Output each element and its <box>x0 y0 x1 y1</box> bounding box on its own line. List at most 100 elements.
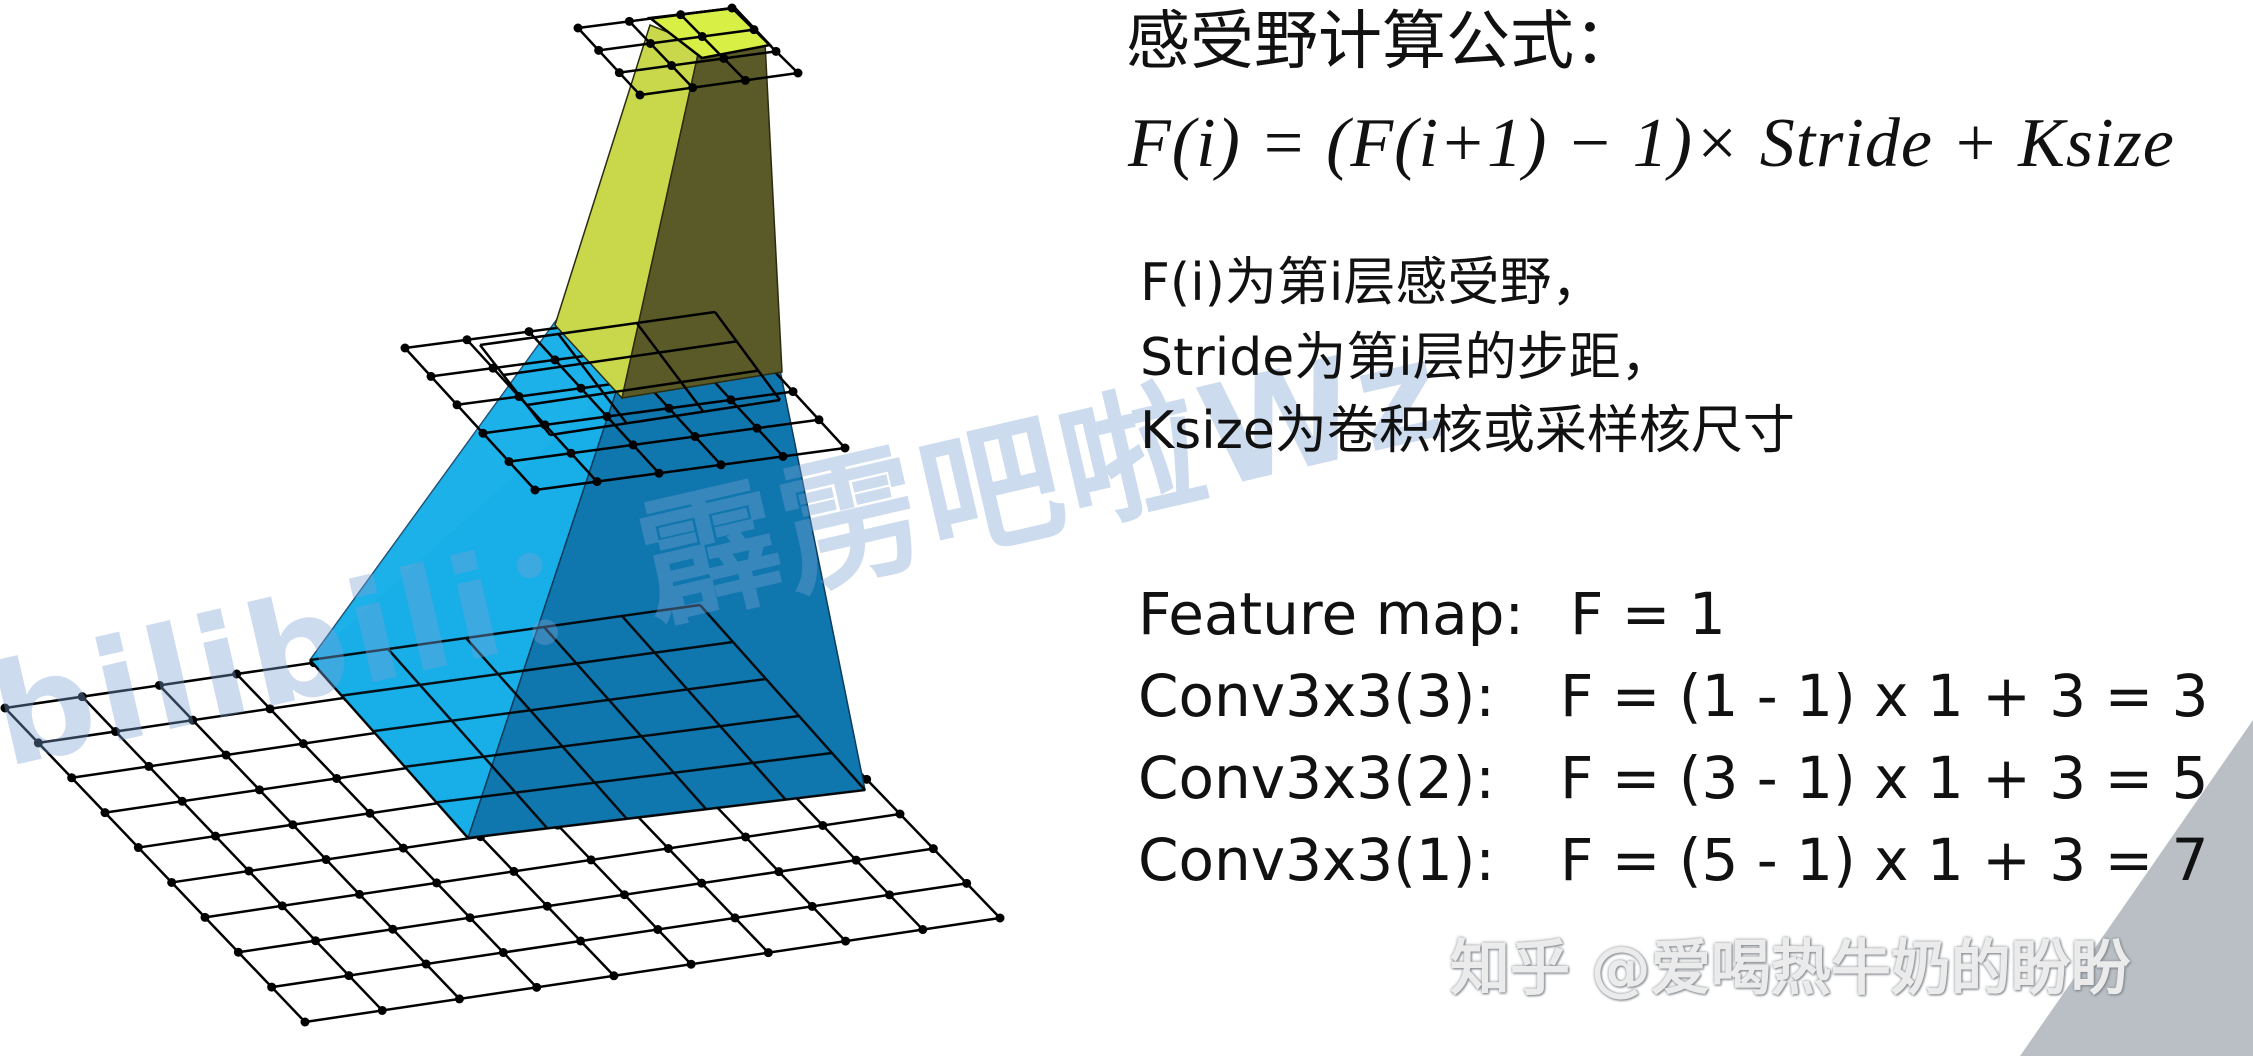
layer1-grid-line-h4 <box>508 418 820 463</box>
top-grid-node <box>676 10 686 20</box>
calc-expr-conv3: F = (1 - 1) x 1 + 3 = 3 <box>1560 662 2209 730</box>
top-grid-line-h1 <box>598 28 755 52</box>
layer1-grid-node <box>478 428 488 438</box>
receptive-field-formula: F(i) = (F(i+1) − 1)× Stride + Ksize <box>1128 105 2175 182</box>
blue-footprint-line-v3 <box>543 626 708 811</box>
input-grid-node <box>586 855 596 865</box>
input-grid-node <box>962 878 972 888</box>
formula-title: 感受野计算公式： <box>1126 5 1638 79</box>
calc-label-conv2: Conv3x3(2): <box>1138 744 1495 812</box>
top-grid-node <box>573 23 583 33</box>
layer1-grid-node <box>524 327 534 337</box>
input-grid-node <box>763 948 773 958</box>
top-grid-node <box>793 68 803 78</box>
layer1-grid-node <box>788 387 798 397</box>
input-grid-node <box>277 901 287 911</box>
blue-footprint-grid <box>309 603 866 840</box>
layer1-grid-node <box>716 460 726 470</box>
layer1-grid-node <box>726 395 736 405</box>
layer1-grid-line-v0 <box>404 347 536 491</box>
input-grid-node <box>884 890 894 900</box>
input-grid-line-h9 <box>304 916 1001 1024</box>
input-grid-line-v2 <box>158 684 461 1000</box>
input-grid-node <box>686 959 696 969</box>
layer2-grid-line-h1 <box>503 340 737 377</box>
blue-footprint-line-h4 <box>436 751 833 804</box>
input-grid-node <box>365 808 375 818</box>
input-grid-node <box>221 750 231 760</box>
input-grid-node <box>211 831 221 841</box>
layer2-grid-line-v0 <box>479 344 551 436</box>
layer1-grid-line-h3 <box>482 390 794 435</box>
input-grid-node <box>465 913 475 923</box>
input-grid-node <box>542 901 552 911</box>
input-grid-node <box>918 925 928 935</box>
input-grid-line-h6 <box>204 812 901 919</box>
top-grid-line-v1 <box>628 20 694 89</box>
blue-footprint-line-h1 <box>341 640 734 697</box>
calc-label-feature-map: Feature map: <box>1138 580 1525 648</box>
top-grid-node <box>749 25 759 35</box>
layer2-grid-line-v2 <box>635 322 705 413</box>
layer1-grid-node <box>840 443 850 453</box>
layer1-grid-node <box>566 448 576 458</box>
calc-label-conv3: Conv3x3(3): <box>1138 662 1495 730</box>
top-grid-node <box>771 46 781 56</box>
calc-label-conv1: Conv3x3(1): <box>1138 826 1495 894</box>
input-grid-node <box>300 1017 310 1027</box>
top-grid-node <box>667 61 677 71</box>
input-grid-node <box>741 832 751 842</box>
input-grid-line-h7 <box>238 847 934 954</box>
top-grid-node <box>635 90 645 100</box>
input-grid-node <box>619 890 629 900</box>
layer2-grid-line-h3 <box>549 398 781 437</box>
input-grid-node <box>77 692 87 702</box>
input-grid-node <box>244 866 254 876</box>
top-grid-line-v0 <box>577 27 641 96</box>
layer2-grid-line-h0 <box>479 310 716 347</box>
input-grid-node <box>233 947 243 957</box>
blue-footprint-line-v2 <box>465 637 628 820</box>
input-grid-node <box>200 912 210 922</box>
input-grid-node <box>862 774 872 784</box>
blue-footprint-line-v4 <box>621 615 787 801</box>
input-grid-line-h8 <box>271 882 967 989</box>
top-grid-node <box>727 3 737 13</box>
top-grid-node <box>740 75 750 85</box>
input-grid-line-v1 <box>81 695 384 1012</box>
calc-expr-conv2: F = (3 - 1) x 1 + 3 = 5 <box>1560 744 2209 812</box>
layer1-grid-node <box>814 415 824 425</box>
top-grid-node <box>594 45 604 55</box>
desc-line-2: Stride为第i层的步距， <box>1140 328 1673 388</box>
input-grid-node <box>818 820 828 830</box>
input-grid-node <box>454 994 464 1004</box>
calc-expr-conv1: F = (5 - 1) x 1 + 3 = 7 <box>1560 826 2209 894</box>
top-grid-node <box>688 83 698 93</box>
input-grid-node <box>298 739 308 749</box>
input-grid-node <box>311 936 321 946</box>
input-grid-node <box>167 877 177 887</box>
top-grid-node <box>624 16 634 26</box>
top-grid-line-h0 <box>577 6 733 30</box>
layer1-grid-node <box>664 403 674 413</box>
input-grid-node <box>67 773 77 783</box>
input-grid-node <box>928 844 938 854</box>
layer1-grid-node <box>504 457 514 467</box>
input-grid-line-v0 <box>4 707 306 1023</box>
input-grid-node <box>532 982 542 992</box>
input-grid-node <box>154 680 164 690</box>
layer1-grid-node <box>452 400 462 410</box>
input-grid-node <box>663 843 673 853</box>
input-grid-node <box>995 913 1005 923</box>
input-grid-node <box>421 959 431 969</box>
input-grid-node <box>851 855 861 865</box>
input-grid-node <box>188 715 198 725</box>
layer1-grid-node <box>778 451 788 461</box>
blue-footprint-line-v1 <box>387 648 549 830</box>
input-grid-node <box>111 727 121 737</box>
layer1-grid-node <box>654 468 664 478</box>
input-grid-node <box>344 971 354 981</box>
layer1-grid-line-v2 <box>528 330 660 475</box>
input-grid-node <box>354 889 364 899</box>
